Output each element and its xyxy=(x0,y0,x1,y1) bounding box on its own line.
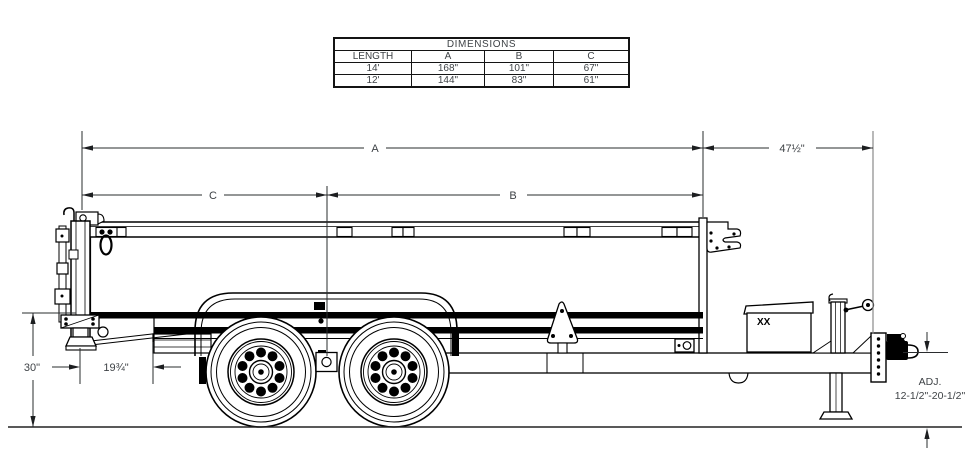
dimension-rear-overhang: 19¾" xyxy=(52,362,181,374)
bed-front-wall xyxy=(698,217,708,354)
dimensions-table: DIMENSIONS LENGTH A B C 14' 168" 101" 67… xyxy=(333,37,630,88)
tongue-jack xyxy=(811,293,875,420)
hoist-mount xyxy=(546,301,579,354)
gate-hook xyxy=(63,207,75,224)
coupler-adjustment: ADJ. 12-1/2"-20-1/2" xyxy=(895,332,966,448)
height-label: 30" xyxy=(24,362,40,374)
cell-length-14: 14' xyxy=(333,62,412,75)
cell-c-14: 67" xyxy=(553,62,630,75)
spring-hanger xyxy=(728,372,749,384)
dimension-tongue-length: 47½" xyxy=(703,143,873,155)
tongue-length-label: 47½" xyxy=(779,143,804,155)
toolbox-marking: XX xyxy=(757,317,771,328)
dimension-b-label: B xyxy=(509,190,516,202)
coupler-nose xyxy=(907,344,919,359)
table-row: 12' 144" 83" 61" xyxy=(333,74,630,88)
rear-overhang-label: 19¾" xyxy=(103,362,128,374)
dimension-a-label: A xyxy=(371,143,379,155)
table-row: 14' 168" 101" 67" xyxy=(333,62,630,75)
rear-gate xyxy=(54,207,109,351)
cell-length-12: 12' xyxy=(333,74,412,88)
dimension-extension-lines xyxy=(22,131,874,384)
front-wall-hooks xyxy=(706,221,742,253)
bed-latch xyxy=(674,338,695,353)
gate-foot xyxy=(64,336,98,347)
dimension-height: 30" xyxy=(24,313,40,427)
cell-c-12: 61" xyxy=(553,74,630,88)
wheel xyxy=(338,316,450,428)
wheel xyxy=(205,316,317,428)
table-header-row: LENGTH A B C xyxy=(333,50,630,63)
dimension-a: A xyxy=(82,143,703,155)
dimension-c: C xyxy=(82,190,327,202)
cell-b-12: 83" xyxy=(484,74,554,88)
hoist-pivot-block xyxy=(314,302,325,310)
coupler-adj-title: ADJ. xyxy=(919,376,942,388)
tandem-wheels xyxy=(205,316,450,428)
cell-a-12: 144" xyxy=(411,74,485,88)
toolbox: XX xyxy=(743,301,814,353)
cell-b-14: 101" xyxy=(484,62,554,75)
jack-foot xyxy=(818,411,854,420)
dimension-b: B xyxy=(327,190,703,202)
coupler-adj-range: 12-1/2"-20-1/2" xyxy=(895,390,966,402)
dimension-c-label: C xyxy=(209,190,217,202)
adjustable-coupler xyxy=(851,332,919,383)
d-ring xyxy=(95,226,118,256)
